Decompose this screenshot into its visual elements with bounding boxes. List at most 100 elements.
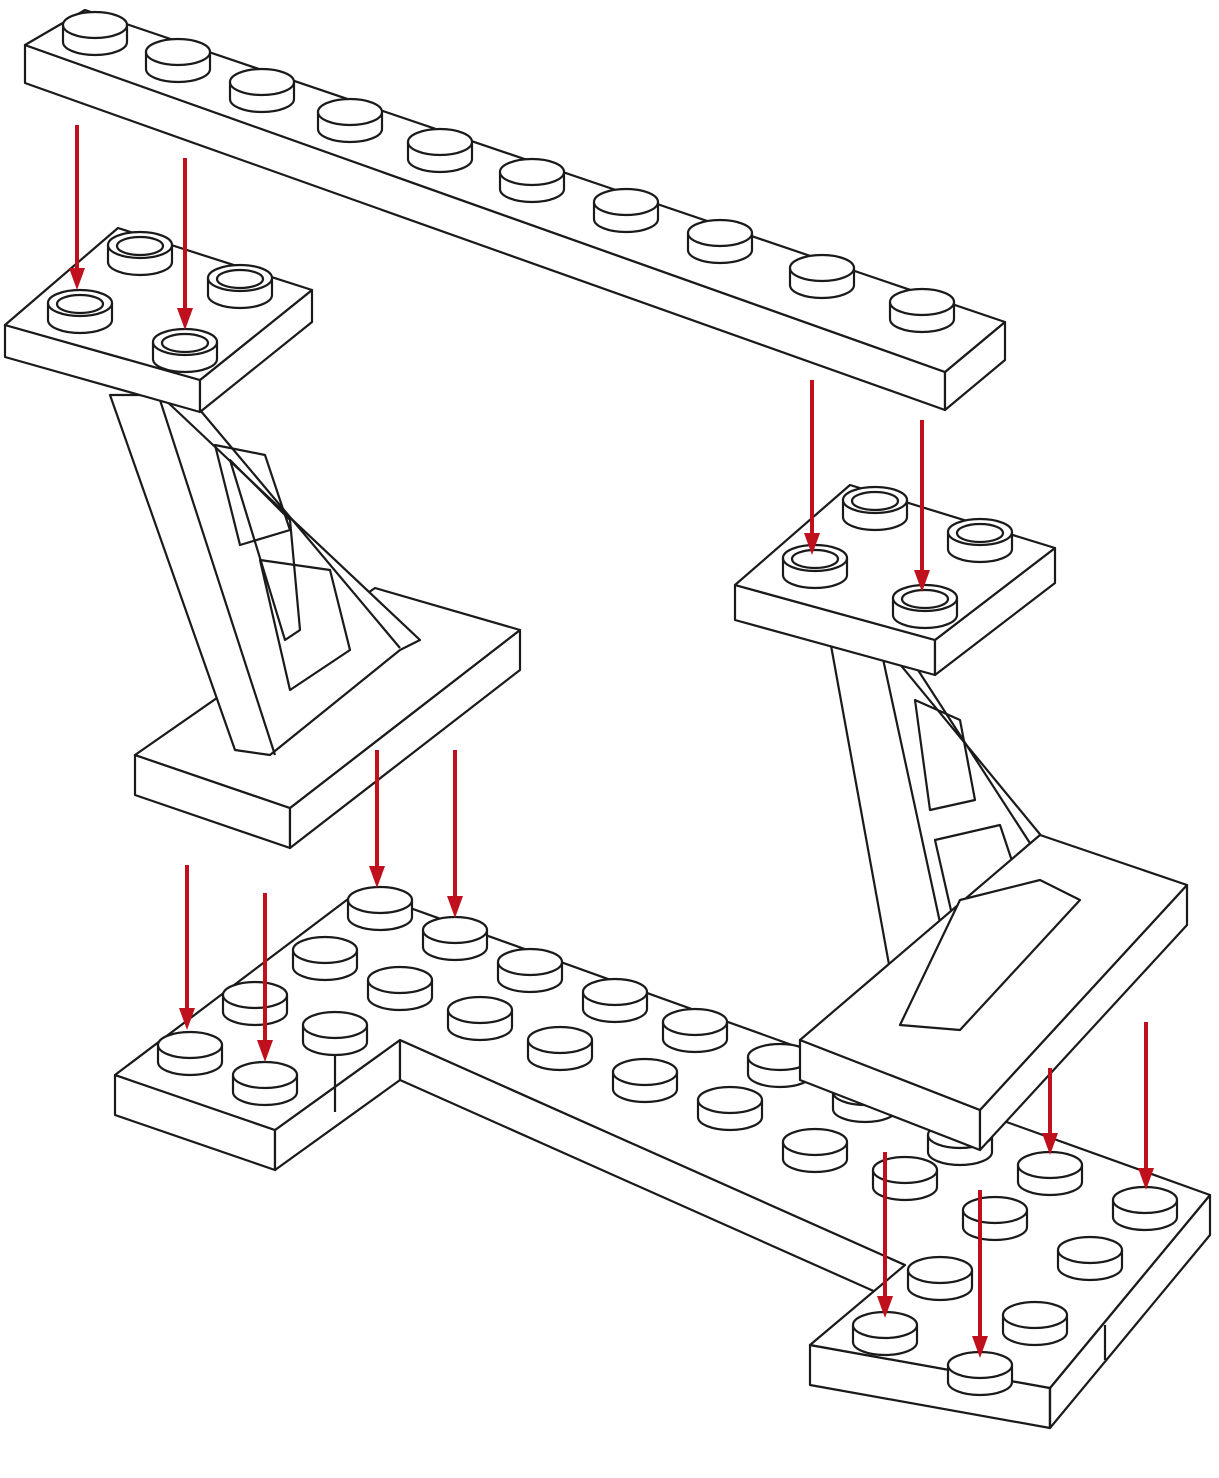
stud-hole: [215, 268, 265, 290]
stud-hole: [160, 332, 210, 354]
arrow-head: [804, 533, 820, 555]
right-support-pillar: [733, 483, 1189, 1152]
stud-top: [346, 885, 414, 915]
stud: [686, 218, 754, 265]
placement-arrows: [69, 125, 1154, 1358]
arrow-head: [177, 308, 193, 330]
pillar-window: [213, 443, 292, 547]
stud-top: [301, 1010, 369, 1040]
arrow-head: [179, 1008, 195, 1030]
stud: [1016, 1150, 1084, 1197]
down-arrow-icon: [179, 865, 195, 1030]
stud: [446, 995, 514, 1042]
stud: [406, 127, 474, 174]
stud: [206, 263, 274, 310]
stud: [946, 1350, 1014, 1397]
stud: [781, 543, 849, 590]
down-arrow-icon: [1138, 1022, 1154, 1190]
stud-top: [228, 67, 296, 97]
stud-top: [1056, 1235, 1124, 1265]
arrow-head: [369, 866, 385, 888]
stud-top: [526, 1025, 594, 1055]
stud: [1001, 1300, 1069, 1347]
pillar-window: [913, 698, 977, 812]
down-arrow-icon: [369, 750, 385, 888]
stud: [156, 1030, 224, 1077]
down-arrow-icon: [69, 125, 85, 290]
arrow-head: [257, 1040, 273, 1062]
stud-top: [661, 1007, 729, 1037]
stud: [841, 485, 909, 532]
down-arrow-icon: [914, 420, 930, 592]
stud: [696, 1085, 764, 1132]
stud: [106, 230, 174, 277]
stud: [946, 517, 1014, 564]
stud: [611, 1057, 679, 1104]
stud: [746, 1042, 814, 1089]
pillar-window: [228, 458, 302, 642]
down-arrow-icon: [972, 1190, 988, 1358]
stud-hole: [955, 522, 1005, 544]
stud: [961, 1195, 1029, 1242]
stud-hole: [55, 293, 105, 315]
stud-top: [696, 1085, 764, 1115]
stud: [661, 1007, 729, 1054]
stud-top: [1111, 1185, 1179, 1215]
stud-top: [61, 10, 129, 40]
arrow-head: [447, 896, 463, 918]
stud-top: [291, 935, 359, 965]
stud-top: [611, 1057, 679, 1087]
arrow-head: [1042, 1133, 1058, 1155]
stud: [788, 253, 856, 300]
stud-hole: [790, 548, 840, 570]
stud: [906, 1255, 974, 1302]
stud: [228, 67, 296, 114]
stud: [781, 1127, 849, 1174]
stud: [221, 980, 289, 1027]
stud: [581, 977, 649, 1024]
stud: [526, 1025, 594, 1072]
stud: [1111, 1185, 1179, 1232]
pillar-foot: [898, 878, 1082, 1032]
stud-hole: [850, 490, 900, 512]
stud-hole: [900, 588, 950, 610]
stud-top: [961, 1195, 1029, 1225]
down-arrow-icon: [177, 158, 193, 330]
stud-top: [1001, 1300, 1069, 1330]
stud-top: [496, 947, 564, 977]
arrow-head: [877, 1296, 893, 1318]
stud: [291, 935, 359, 982]
arrow-head: [1138, 1168, 1154, 1190]
stud-top: [871, 1155, 939, 1185]
stud: [231, 1060, 299, 1107]
stud-top: [421, 915, 489, 945]
stud: [316, 97, 384, 144]
stud: [496, 947, 564, 994]
left-support-pillar: [3, 226, 522, 850]
stud: [301, 1010, 369, 1057]
stud-top: [366, 965, 434, 995]
down-arrow-icon: [804, 380, 820, 555]
stud-hole: [115, 235, 165, 257]
stud: [891, 583, 959, 630]
arrow-head: [914, 570, 930, 592]
stud-top: [581, 977, 649, 1007]
stud-top: [144, 37, 212, 67]
arrow-head: [69, 268, 85, 290]
stud: [421, 915, 489, 962]
stud-top: [781, 1127, 849, 1157]
stud-top: [1016, 1150, 1084, 1180]
stud: [346, 885, 414, 932]
stud: [498, 157, 566, 204]
stud-top: [686, 218, 754, 248]
stud: [851, 1310, 919, 1357]
stud: [151, 327, 219, 374]
pillar-window: [258, 558, 352, 692]
down-arrow-icon: [257, 893, 273, 1062]
stud: [366, 965, 434, 1012]
top-beam-plate: [23, 8, 1007, 412]
stud: [61, 10, 129, 57]
stud-top: [906, 1255, 974, 1285]
stud: [592, 187, 660, 234]
